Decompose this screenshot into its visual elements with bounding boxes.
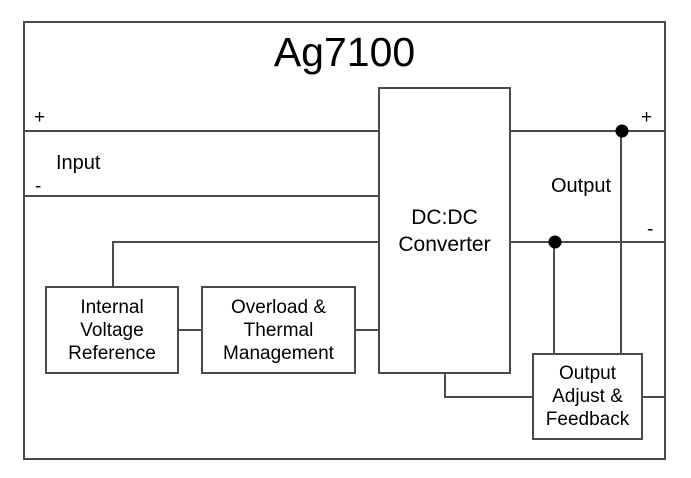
input-label: Input	[56, 152, 101, 174]
otm-to-dcdc-connector	[356, 329, 378, 331]
output-minus-label: -	[647, 219, 654, 240]
output-label: Output	[551, 175, 612, 197]
dcdc-converter-label-line1: DC:DC	[411, 205, 478, 229]
input-minus-label: -	[35, 176, 42, 197]
output-plus-rail	[511, 130, 666, 132]
minus-sense-line	[553, 241, 555, 355]
ivr-label-line2: Voltage	[80, 319, 144, 341]
output-plus-label: +	[641, 107, 653, 128]
dcdc-bottom-drop-line	[444, 374, 446, 398]
ivr-label-line3: Reference	[68, 342, 156, 364]
overload-thermal-management-block: Overload & Thermal Management	[201, 286, 356, 374]
feedback-bottom-connector	[444, 396, 534, 398]
otm-label-line3: Management	[223, 342, 334, 364]
ivr-label-line1: Internal	[80, 296, 144, 318]
feedback-right-connector	[643, 396, 666, 398]
reference-drop-line	[112, 241, 114, 288]
output-minus-rail	[511, 241, 666, 243]
input-plus-rail	[23, 130, 378, 132]
ivr-to-otm-connector	[179, 329, 201, 331]
oaf-label-line2: Adjust &	[552, 386, 623, 407]
oaf-label-line1: Output	[558, 363, 617, 384]
otm-label-line1: Overload &	[230, 296, 327, 318]
plus-junction-dot	[615, 124, 629, 138]
plus-sense-line	[620, 131, 622, 355]
otm-label-line2: Thermal	[243, 319, 314, 341]
input-plus-label: +	[34, 107, 46, 128]
minus-junction-dot	[548, 235, 562, 249]
reference-rail	[112, 241, 378, 243]
internal-voltage-reference-block: Internal Voltage Reference	[45, 286, 179, 374]
output-adjust-feedback-block: Output Adjust & Feedback	[532, 353, 643, 440]
dcdc-converter-block: DC:DC Converter	[378, 87, 511, 374]
oaf-label-line3: Feedback	[545, 409, 630, 430]
input-minus-rail	[23, 195, 378, 197]
dcdc-converter-label-line2: Converter	[398, 232, 491, 256]
diagram-title: Ag7100	[273, 29, 416, 75]
